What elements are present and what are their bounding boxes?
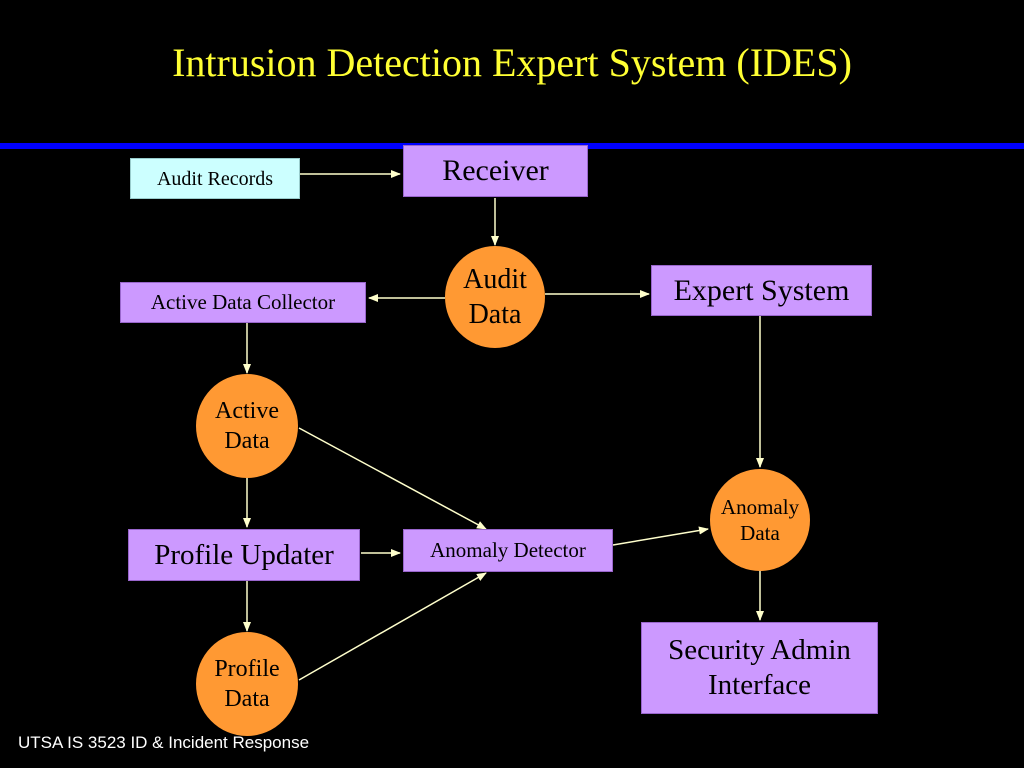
audit-data-line2: Data [468,299,522,330]
active-data-line2: Data [224,428,270,454]
audit-data-line1: Audit [463,264,527,295]
active-data-collector-box: Active Data Collector [120,282,366,323]
slide-title: Intrusion Detection Expert System (IDES) [172,40,852,85]
expert-system-box: Expert System [651,265,872,316]
receiver-label: Receiver [442,154,549,187]
anomaly-detector-label: Anomaly Detector [430,537,586,562]
audit-records-box: Audit Records [130,158,300,199]
security-admin-line1: Security Admin [668,634,851,667]
receiver-box: Receiver [403,145,588,197]
active-data-line1: Active [215,398,279,424]
audit-records-label: Audit Records [156,167,274,190]
anomaly-data-line2: Data [740,521,780,545]
security-admin-interface-box: Security Admin Interface [641,622,878,714]
arrow-profile-data-to-anomaly-detector [298,572,487,681]
security-admin-line2: Interface [707,669,811,701]
arrow-anomaly-detector-to-anomaly-data [612,526,709,546]
slide-footer: UTSA IS 3523 ID & Incident Response [18,733,310,752]
anomaly-data-line1: Anomaly [720,494,800,519]
audit-data-circle: Audit Data [445,246,545,348]
anomaly-data-circle: Anomaly Data [710,469,810,571]
profile-updater-label: Profile Updater [154,538,334,571]
profile-updater-box: Profile Updater [128,529,360,581]
profile-data-line1: Profile [214,656,280,682]
profile-data-line2: Data [224,686,270,712]
profile-data-circle: Profile Data [196,632,298,736]
anomaly-detector-box: Anomaly Detector [403,529,613,572]
expert-system-label: Expert System [673,273,850,307]
arrow-active-data-to-anomaly-detector [298,427,487,530]
active-data-circle: Active Data [196,374,298,478]
active-data-collector-label: Active Data Collector [150,289,336,314]
